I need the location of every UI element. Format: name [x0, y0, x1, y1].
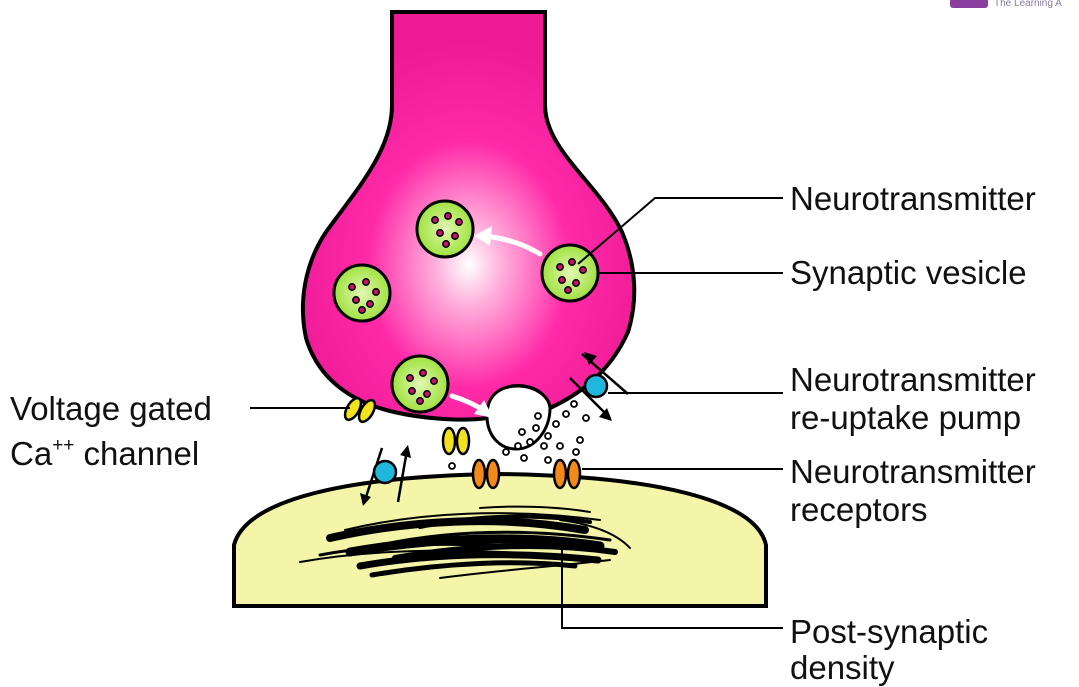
- label-vgcc-charge: ++: [52, 435, 74, 456]
- synaptic-vesicle: [417, 201, 473, 257]
- logo-text: The Learning A: [994, 0, 1062, 9]
- label-vgcc-line1: Voltage gated: [10, 391, 212, 427]
- label-receptors-line2: receptors: [790, 492, 928, 528]
- label-receptors-line1: Neurotransmitter: [790, 454, 1036, 490]
- label-synaptic-vesicle: Synaptic vesicle: [790, 255, 1027, 291]
- label-psd-line1: Post-synaptic: [790, 614, 988, 650]
- logo-icon: [950, 0, 988, 8]
- label-psd-line2: density: [790, 650, 895, 686]
- label-vgcc-ca: Ca: [10, 435, 52, 472]
- label-vgcc-line2: Ca++ channel: [10, 436, 199, 472]
- synaptic-vesicle: [334, 265, 390, 321]
- ca-channel: [443, 428, 469, 454]
- label-vgcc-channel: channel: [74, 435, 199, 472]
- synaptic-vesicle: [392, 356, 448, 412]
- label-reuptake-line1: Neurotransmitter: [790, 362, 1036, 398]
- ca-channel: [342, 396, 378, 425]
- label-reuptake-line2: re-uptake pump: [790, 400, 1021, 436]
- label-neurotransmitter: Neurotransmitter: [790, 181, 1036, 217]
